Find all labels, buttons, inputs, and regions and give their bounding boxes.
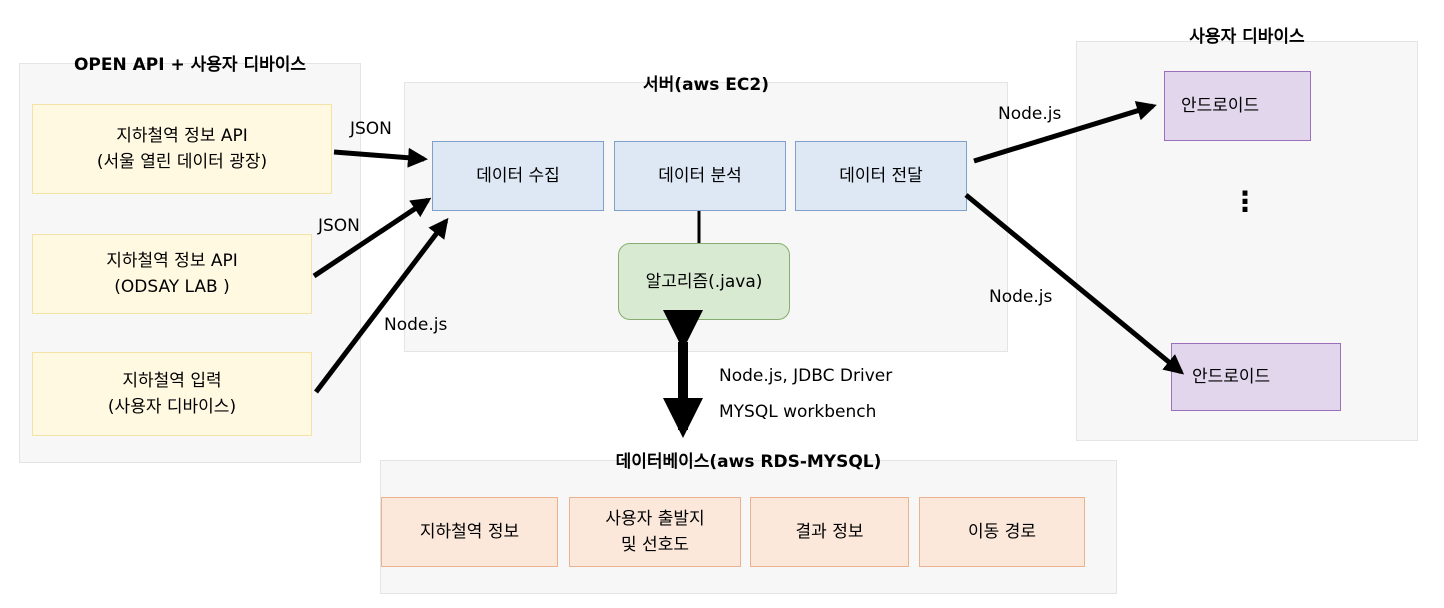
db-table-line1: 사용자 출발지 — [605, 509, 705, 529]
database-title: 데이터베이스(aws RDS-MYSQL) — [615, 452, 882, 472]
server-title: 서버(aws EC2) — [643, 75, 769, 95]
edge-label-nodejs-dev1: Node.js — [998, 104, 1062, 124]
arrow-src2-collect — [312, 197, 432, 279]
arrow-src3-collect — [314, 217, 449, 394]
source-seoul-api: 지하철역 정보 API (서울 열린 데이터 광장) — [32, 104, 332, 194]
device-android-1: 안드로이드 — [1164, 71, 1311, 141]
device-android-2: 안드로이드 — [1171, 343, 1341, 411]
source-line2: (사용자 디바이스) — [107, 397, 237, 417]
source-line2: (ODSAY LAB ) — [114, 277, 230, 297]
edge-label-nodejs-dev2: Node.js — [989, 287, 1053, 307]
data-deliver-box: 데이터 전달 — [795, 141, 967, 211]
db-table-result: 결과 정보 — [750, 497, 909, 567]
edge-label-db-1: Node.js, JDBC Driver — [719, 366, 893, 386]
data-collect-box: 데이터 수집 — [432, 141, 604, 211]
db-table-line1: 결과 정보 — [795, 522, 864, 542]
edge-label-nodejs-src: Node.js — [384, 315, 448, 335]
db-table-station: 지하철역 정보 — [381, 497, 558, 567]
db-table-route: 이동 경로 — [919, 497, 1085, 567]
db-table-line1: 이동 경로 — [968, 522, 1036, 542]
source-line1: 지하철역 입력 — [122, 371, 222, 391]
arrow-deliver-device1 — [973, 101, 1157, 164]
source-line1: 지하철역 정보 API — [106, 251, 238, 271]
arrow-deliver-device2 — [964, 193, 1185, 375]
source-line1: 지하철역 정보 API — [116, 126, 248, 146]
source-user-input: 지하철역 입력 (사용자 디바이스) — [32, 352, 312, 436]
source-line2: (서울 열린 데이터 광장) — [96, 152, 268, 172]
source-odsay-api: 지하철역 정보 API (ODSAY LAB ) — [32, 234, 312, 314]
edge-label-db-2: MYSQL workbench — [719, 402, 877, 422]
db-table-line1: 지하철역 정보 — [419, 522, 520, 542]
edge-label-json-1: JSON — [350, 119, 392, 139]
edge-label-json-2: JSON — [318, 216, 360, 236]
data-analyze-box: 데이터 분석 — [614, 141, 786, 211]
db-table-line2: 및 선호도 — [621, 535, 689, 555]
devices-title: 사용자 디바이스 — [1189, 27, 1305, 47]
algorithm-box: 알고리즘(.java) — [618, 243, 790, 320]
arrow-src1-collect — [333, 147, 428, 168]
sources-title: OPEN API + 사용자 디바이스 — [73, 55, 307, 75]
